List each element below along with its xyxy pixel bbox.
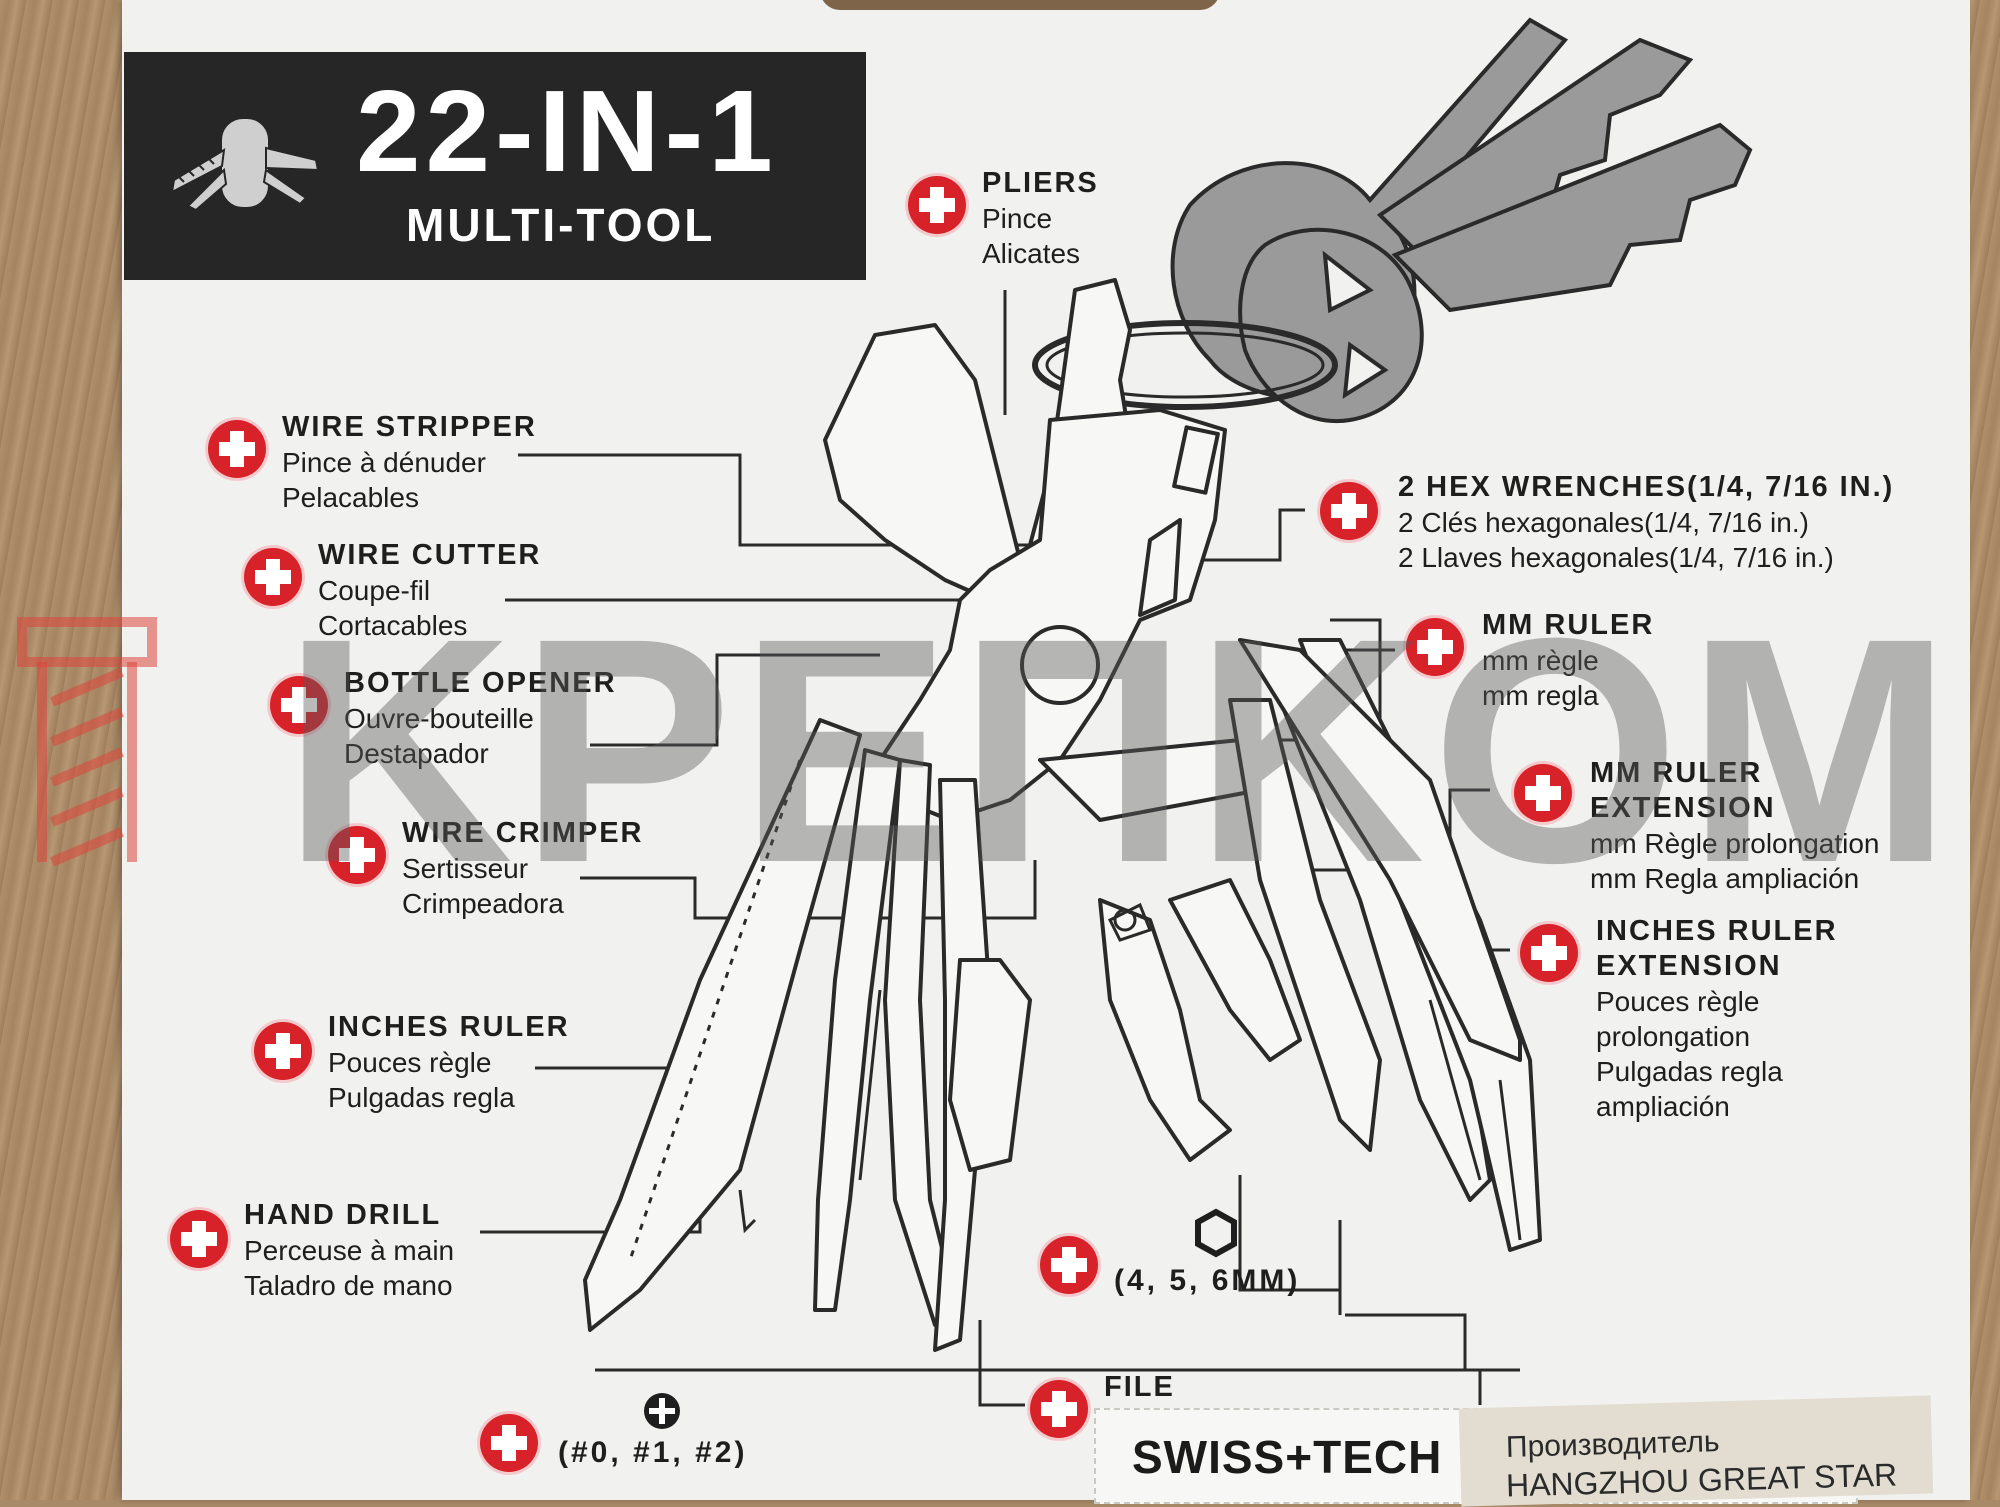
hand-drill-badge [170,1210,228,1268]
label-wire-cutter: WIRE CUTTER Coupe-fil Cortacables [318,539,542,641]
phillips-bits-badge [480,1414,538,1472]
watermark-text: KPEПKOM [282,571,1959,929]
wire-crimper-badge [328,826,386,884]
product-title: 22-IN-1 [356,66,778,196]
mm-ruler-badge [1406,618,1464,676]
label-pliers: PLIERS Pince Alicates [982,167,1099,269]
label-mm-ruler: MM RULER mm règle mm regla [1482,609,1655,711]
file-badge [1030,1380,1088,1438]
mm-ruler-extension-badge [1514,764,1572,822]
bottle-opener-badge [270,676,328,734]
label-hand-drill: HAND DRILL Perceuse à main Taladro de ma… [244,1199,455,1301]
swiss-army-knife-icon [170,117,320,212]
label-hex-wrenches: 2 HEX WRENCHES(1/4, 7/16 IN.) 2 Clés hex… [1398,471,1895,573]
brand-name: SWISS+TECH [1132,1431,1443,1483]
pliers-badge [908,176,966,234]
label-wire-stripper: WIRE STRIPPER Pince à dénuder Pelacables [282,411,537,513]
sticker-manufacturer-label: Производитель [1505,1425,1720,1464]
phillips-bits-sizes: (#0, #1, #2) [558,1436,748,1469]
wire-cutter-badge [244,548,302,606]
label-bottle-opener: BOTTLE OPENER Ouvre-bouteille Destapador [344,667,617,769]
inches-ruler-extension-badge [1520,924,1578,982]
label-inches-ruler-extension: INCHES RULER EXTENSION Pouces règle prol… [1596,915,1838,1122]
label-inches-ruler: INCHES RULER Pouces règle Pulgadas regla [328,1011,570,1113]
inches-ruler-badge [254,1022,312,1080]
hex-bits-badge [1040,1236,1098,1294]
product-subtitle: MULTI-TOOL [406,199,716,251]
label-wire-crimper: WIRE CRIMPER Sertisseur Crimpeadora [402,817,644,919]
phillips-symbol [644,1393,680,1429]
label-mm-ruler-extension: MM RULER EXTENSION mm Règle prolongation… [1590,757,1880,894]
title-banner: 22-IN-1 MULTI-TOOL [124,52,866,280]
hex-wrenches-badge [1320,482,1378,540]
hex-bits-sizes: (4, 5, 6MM) [1114,1264,1301,1297]
hang-hole [820,0,1220,10]
wire-stripper-badge [208,420,266,478]
label-file: FILE [1104,1371,1175,1403]
watermark-logo-icon [17,617,157,867]
